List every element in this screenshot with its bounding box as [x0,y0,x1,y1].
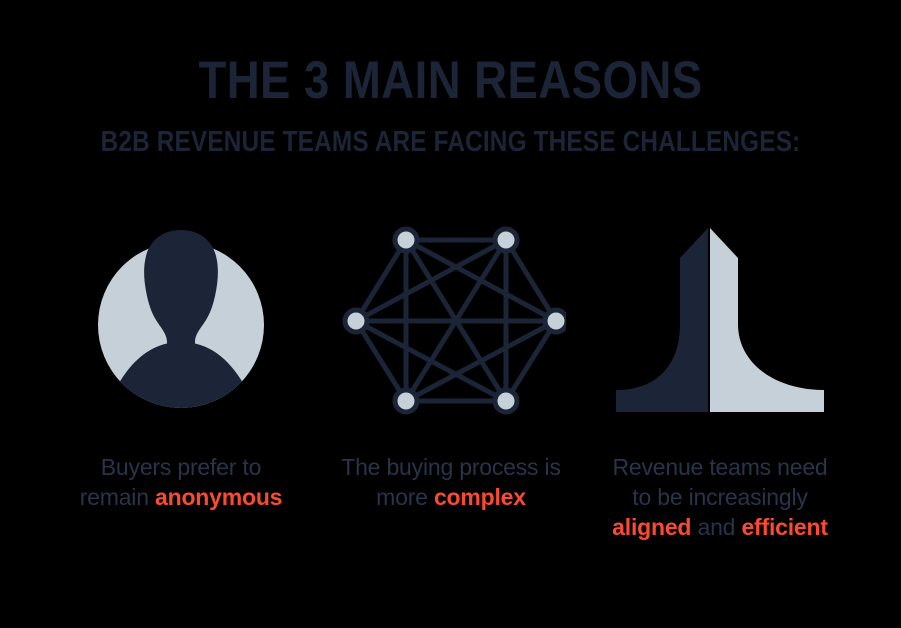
network-node [492,226,520,254]
network-node [542,307,566,335]
network-graph-icon [310,214,592,426]
caption-3-highlight-a: aligned [612,514,692,540]
caption-2-highlight: complex [433,484,526,510]
reason-column-1: Buyers prefer to remain anonymous [40,214,322,510]
caption-3-plain: and [691,514,742,540]
network-node [392,387,420,415]
avatar-head [144,230,218,369]
caption-3-line-3: aligned and efficient [575,512,865,542]
caption-1-plain: remain [79,484,155,510]
reason-caption-3: Revenue teams need to be increasingly al… [575,452,865,542]
network-node [392,226,420,254]
converging-band-right [710,228,824,412]
caption-3-highlight-b: efficient [741,514,828,540]
caption-3-line-1: Revenue teams need [612,454,828,480]
caption-1-line-1: Buyers prefer to [100,454,262,480]
page-subtitle: B2B REVENUE TEAMS ARE FACING THESE CHALL… [100,126,801,158]
network-node [492,387,520,415]
page-title: THE 3 MAIN REASONS [198,51,703,110]
reason-caption-2: The buying process is more complex [310,452,592,512]
anonymous-person-icon [40,214,322,426]
caption-3-line-2: to be increasingly [632,484,808,510]
reason-column-3: Revenue teams need to be increasingly al… [575,214,865,540]
caption-1-line-2: remain anonymous [40,482,322,512]
reason-column-2: The buying process is more complex [310,214,592,510]
caption-1-highlight: anonymous [155,484,283,510]
caption-2-line-1: The buying process is [341,454,561,480]
reason-caption-1: Buyers prefer to remain anonymous [40,452,322,512]
network-node [342,307,370,335]
network-edges [353,237,559,404]
network-nodes [342,226,566,415]
converging-arrows-icon [575,214,865,426]
converging-band-left [616,228,708,412]
caption-2-plain: more [376,484,434,510]
caption-2-line-2: more complex [310,482,592,512]
